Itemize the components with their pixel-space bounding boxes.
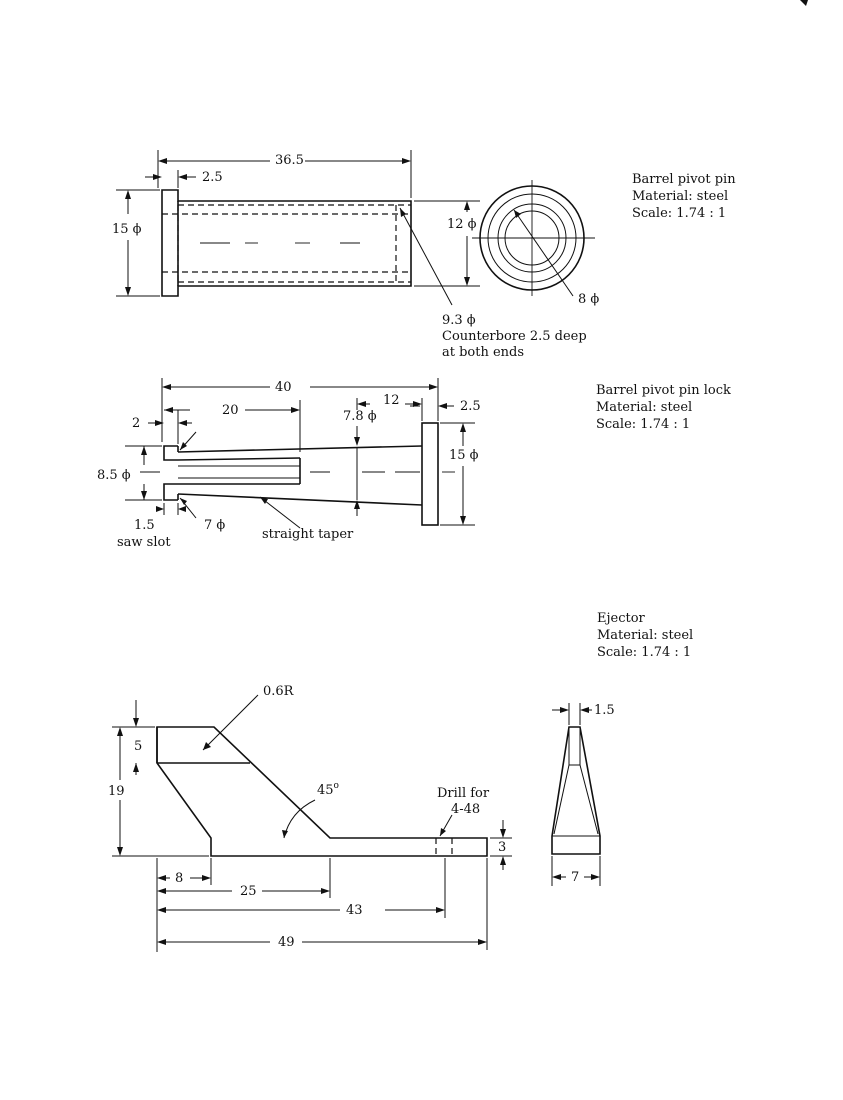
note-drill-size: 4-48: [451, 802, 480, 817]
ejector-end-view: [551, 726, 601, 855]
dim-top-height: 5: [134, 739, 142, 754]
dim-head-width: 2.5: [460, 399, 481, 414]
note-both-ends: at both ends: [442, 345, 524, 360]
pin-lock-view: [140, 422, 455, 526]
title-pivot-pin: Barrel pivot pin: [632, 172, 736, 187]
note-straight-taper: straight taper: [262, 527, 354, 542]
dim-25: 25: [240, 884, 257, 899]
scale-pin-lock: Scale: 1.74 : 1: [596, 417, 690, 432]
dim-saw-slot: 1.5: [134, 518, 155, 533]
pin-lock-dimensions: [125, 378, 475, 529]
scale-ejector: Scale: 1.74 : 1: [597, 645, 691, 660]
dim-diameter: 15 ϕ: [112, 222, 142, 237]
dim-small-diameter: 7 ϕ: [204, 518, 225, 533]
note-drill: Drill for: [437, 786, 490, 801]
ejector-labels: 0.6R 5 19 45o Drill for 4-48 3 8 25 43 4…: [108, 611, 693, 950]
dim-head-diameter: 15 ϕ: [449, 448, 479, 463]
dim-lock-length: 40: [275, 380, 292, 395]
pivot-pin-side-view: [161, 189, 412, 297]
pin-lock-labels: 40 20 12 2.5 7.8 ϕ 2 8.5 ϕ 15 ϕ 1.5 saw …: [97, 380, 731, 550]
dim-49: 49: [278, 935, 295, 950]
material-ejector: Material: steel: [597, 628, 693, 643]
dim-radius: 0.6R: [263, 684, 295, 699]
dim-total-height: 19: [108, 784, 125, 799]
dim-angle: 45o: [317, 781, 339, 798]
dim-bore: 12 ϕ: [447, 217, 477, 232]
dim-flange-gap: 2: [132, 416, 140, 431]
material-pin-lock: Material: steel: [596, 400, 692, 415]
dim-slot-length: 20: [222, 403, 239, 418]
pivot-pin-end-view: [472, 180, 595, 297]
dim-top-width: 1.5: [594, 703, 615, 718]
ejector-dimensions: [112, 694, 601, 952]
title-ejector: Ejector: [597, 611, 646, 626]
dim-43: 43: [346, 903, 363, 918]
dim-thickness: 3: [498, 840, 506, 855]
corner-mark: [800, 0, 808, 6]
dim-8: 8: [175, 871, 183, 886]
dim-head-distance: 12: [383, 393, 400, 408]
pivot-pin-labels: 36.5 2.5 15 ϕ 12 ϕ 8 ϕ 9.3 ϕ Counterbore…: [112, 153, 736, 360]
dim-inner: 8 ϕ: [578, 292, 599, 307]
ejector-side-view: [156, 726, 488, 857]
dim-counterbore: 9.3 ϕ: [442, 313, 476, 328]
note-counterbore: Counterbore 2.5 deep: [442, 329, 587, 344]
dim-length: 36.5: [275, 153, 304, 168]
dim-lock-diameter: 8.5 ϕ: [97, 468, 131, 483]
material-pivot-pin: Material: steel: [632, 189, 728, 204]
scale-pivot-pin: Scale: 1.74 : 1: [632, 206, 726, 221]
dim-base-width: 7: [571, 870, 579, 885]
title-pin-lock: Barrel pivot pin lock: [596, 383, 731, 398]
dim-flange: 2.5: [202, 170, 223, 185]
pivot-pin-dimensions: [116, 150, 480, 306]
note-saw-slot: saw slot: [117, 535, 171, 550]
dim-taper-diameter: 7.8 ϕ: [343, 409, 377, 424]
